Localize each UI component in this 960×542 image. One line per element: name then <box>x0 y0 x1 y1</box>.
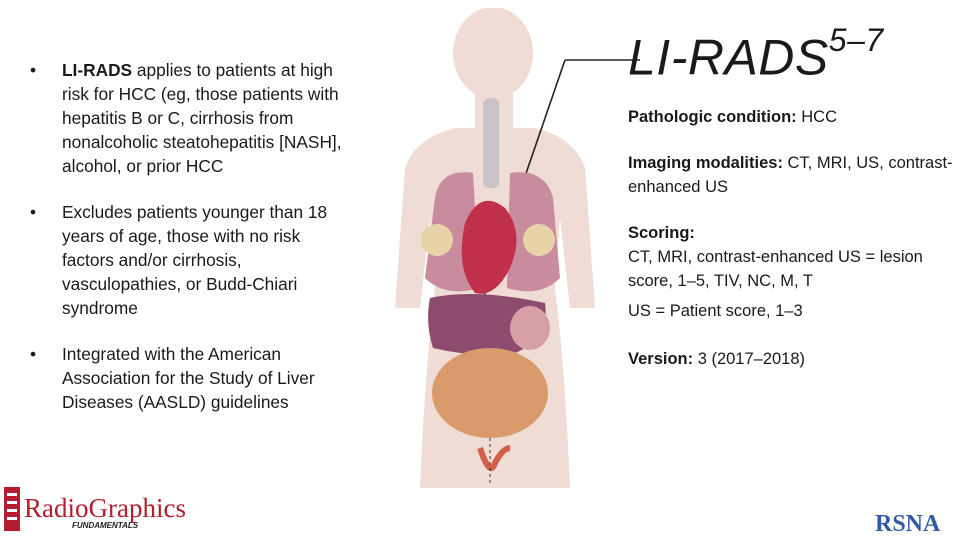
rsna-wordmark: RSNA <box>875 511 941 537</box>
anatomy-illustration <box>395 8 640 488</box>
bullet-item: • Integrated with the American Associati… <box>26 342 356 414</box>
fundamentals-wordmark: FUNDAMENTALS <box>72 521 139 530</box>
bullet-list: • LI-RADS applies to patients at high ri… <box>26 58 356 436</box>
intestines <box>432 348 548 438</box>
bullet-item: • LI-RADS applies to patients at high ri… <box>26 58 356 178</box>
lymph-cluster-right <box>523 224 555 256</box>
scoring-label: Scoring: <box>628 223 695 242</box>
title-superscript: 5–7 <box>828 22 884 58</box>
version-row: Version: 3 (2017–2018) <box>628 347 958 371</box>
trachea <box>483 98 499 188</box>
bullet-symbol: • <box>30 202 37 222</box>
version-label: Version: <box>628 349 694 368</box>
radiographics-logo: RadioGraphics FUNDAMENTALS <box>4 487 204 536</box>
modalities-label: Imaging modalities: <box>628 153 783 172</box>
condition-row: Pathologic condition: HCC <box>628 105 958 129</box>
scoring-block: Scoring: CT, MRI, contrast-enhanced US =… <box>628 221 958 323</box>
radiographics-wordmark: RadioGraphics <box>24 493 186 523</box>
bullet-bold-term: LI-RADS <box>62 60 133 80</box>
scoring-line-1: CT, MRI, contrast-enhanced US = lesion s… <box>628 247 923 290</box>
modalities-value: CT, MRI, US, contrast-enhanced US <box>628 153 953 196</box>
bullet-text: Excludes patients younger than 18 years … <box>62 202 328 318</box>
bullet-text: applies to patients at high risk for HCC… <box>62 60 342 176</box>
title-main: LI-RADS <box>628 29 829 86</box>
condition-value: HCC <box>796 107 837 126</box>
bullet-symbol: • <box>30 344 37 364</box>
scoring-line-2: US = Patient score, 1–3 <box>628 301 803 320</box>
info-panel: LI-RADS5–7 Pathologic condition: HCC Ima… <box>628 24 958 371</box>
lymph-cluster-left <box>421 224 453 256</box>
condition-label: Pathologic condition: <box>628 107 797 126</box>
bullet-text: Integrated with the American Association… <box>62 344 315 412</box>
rsna-logo: RSNA <box>875 507 955 542</box>
radiographics-mark <box>4 487 20 531</box>
version-value: 3 (2017–2018) <box>693 349 806 368</box>
bullet-symbol: • <box>30 60 37 80</box>
pelvic-organ <box>477 445 511 471</box>
stomach <box>510 306 550 350</box>
heart <box>461 200 517 294</box>
bullet-item: • Excludes patients younger than 18 year… <box>26 200 356 320</box>
modalities-row: Imaging modalities: CT, MRI, US, contras… <box>628 151 958 199</box>
page-title: LI-RADS5–7 <box>628 24 958 86</box>
